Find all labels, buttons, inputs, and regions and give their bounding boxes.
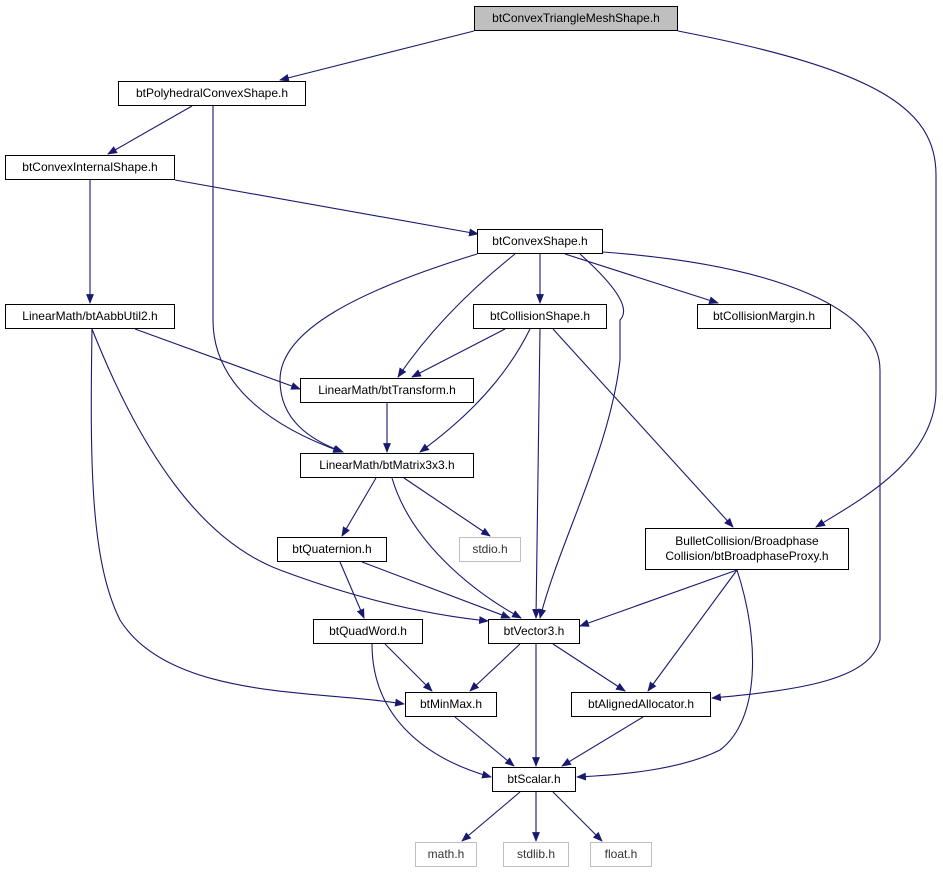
- node-btconvextrianglemeshshape-h[interactable]: btConvexTriangleMeshShape.h: [474, 6, 678, 31]
- edge-n11-to-n13: [579, 569, 738, 627]
- node-btaabbutil2-h[interactable]: LinearMath/btAabbUtil2.h: [5, 304, 175, 329]
- node-label: btMinMax.h: [419, 697, 483, 711]
- edge-n16-to-n19: [552, 791, 603, 842]
- node-stdlib-h[interactable]: stdlib.h: [503, 842, 569, 867]
- node-label: float.h: [604, 847, 638, 861]
- edge-n0-to-n1: [279, 30, 475, 82]
- edge-n3-to-n13: [538, 253, 625, 619]
- node-label: stdio.h: [472, 542, 508, 556]
- node-btminmax-h[interactable]: btMinMax.h: [405, 692, 497, 717]
- edge-n13-to-n14: [469, 643, 521, 692]
- node-btquaternion-h[interactable]: btQuaternion.h: [277, 537, 387, 562]
- node-label: BulletCollision/Broadphase Collision/btB…: [665, 534, 829, 563]
- edge-n3-to-n15: [602, 251, 881, 702]
- node-btscalar-h[interactable]: btScalar.h: [492, 767, 576, 792]
- node-label: stdlib.h: [516, 847, 556, 861]
- edge-n1-to-n8: [212, 106, 343, 453]
- node-btbroadphaseproxy-h[interactable]: BulletCollision/Broadphase Collision/btB…: [645, 528, 849, 570]
- edge-n1-to-n2: [107, 105, 193, 155]
- node-label: LinearMath/btAabbUtil2.h: [22, 309, 158, 323]
- node-math-h[interactable]: math.h: [415, 842, 477, 867]
- edge-n5-to-n8: [419, 328, 531, 453]
- node-btcollisionshape-h[interactable]: btCollisionShape.h: [473, 304, 607, 329]
- edge-n12-to-n14: [384, 643, 433, 692]
- edge-n14-to-n16: [454, 716, 515, 767]
- node-label: btCollisionShape.h: [489, 309, 591, 323]
- node-label: btQuadWord.h: [329, 624, 407, 638]
- node-label: btQuaternion.h: [292, 542, 372, 556]
- edge-n3-to-n7: [397, 253, 516, 378]
- edge-n9-to-n12: [339, 561, 365, 619]
- edge-n4-to-n14: [90, 328, 405, 707]
- node-btalignedallocator-h[interactable]: btAlignedAllocator.h: [571, 692, 711, 717]
- node-bttransform-h[interactable]: LinearMath/btTransform.h: [300, 378, 474, 403]
- node-btquadword-h[interactable]: btQuadWord.h: [313, 619, 423, 644]
- node-btvector3-h[interactable]: btVector3.h: [488, 619, 580, 644]
- edge-n5-to-n13: [532, 328, 541, 619]
- edge-n3-to-n8: [279, 253, 478, 453]
- edge-n3-to-n6: [564, 253, 719, 305]
- node-btmatrix3x3-h[interactable]: LinearMath/btMatrix3x3.h: [300, 453, 474, 478]
- node-btcollisionmargin-h[interactable]: btCollisionMargin.h: [697, 304, 831, 329]
- edge-n11-to-n15: [647, 569, 738, 692]
- node-label: btCollisionMargin.h: [712, 309, 816, 323]
- node-label: btPolyhedralConvexShape.h: [135, 86, 289, 100]
- edge-n4-to-n7: [134, 328, 301, 390]
- edge-n13-to-n15: [552, 643, 626, 692]
- node-label: LinearMath/btMatrix3x3.h: [319, 458, 455, 472]
- node-label: btAlignedAllocator.h: [587, 697, 695, 711]
- edge-n8-to-n9: [341, 477, 377, 537]
- node-label: btVector3.h: [503, 624, 565, 638]
- edge-n8-to-n10: [403, 477, 491, 537]
- edge-n16-to-n17: [461, 791, 521, 842]
- edge-n5-to-n11: [552, 328, 734, 528]
- edge-n9-to-n13: [361, 561, 511, 619]
- edge-n0-to-n11: [677, 30, 937, 528]
- node-label: btScalar.h: [507, 772, 561, 786]
- edge-n4-to-n13: [91, 328, 489, 625]
- node-label: btConvexShape.h: [492, 234, 588, 248]
- edge-n5-to-n7: [411, 328, 506, 378]
- node-btpolyhedralconvexshape-h[interactable]: btPolyhedralConvexShape.h: [118, 81, 306, 106]
- node-label: math.h: [427, 847, 465, 861]
- node-btconvexinternalshape-h[interactable]: btConvexInternalShape.h: [5, 155, 175, 180]
- node-label: btConvexInternalShape.h: [22, 160, 158, 174]
- edge-n12-to-n16: [371, 643, 492, 779]
- edge-n2-to-n3: [174, 179, 479, 237]
- edge-n8-to-n13: [391, 477, 522, 619]
- node-label: btConvexTriangleMeshShape.h: [492, 11, 660, 25]
- node-btconvexshape-h[interactable]: btConvexShape.h: [477, 229, 603, 254]
- edge-n15-to-n16: [561, 716, 644, 767]
- edge-n11-to-n16: [576, 569, 754, 781]
- node-label: LinearMath/btTransform.h: [318, 383, 456, 397]
- node-stdio-h[interactable]: stdio.h: [459, 537, 521, 562]
- node-float-h[interactable]: float.h: [590, 842, 652, 867]
